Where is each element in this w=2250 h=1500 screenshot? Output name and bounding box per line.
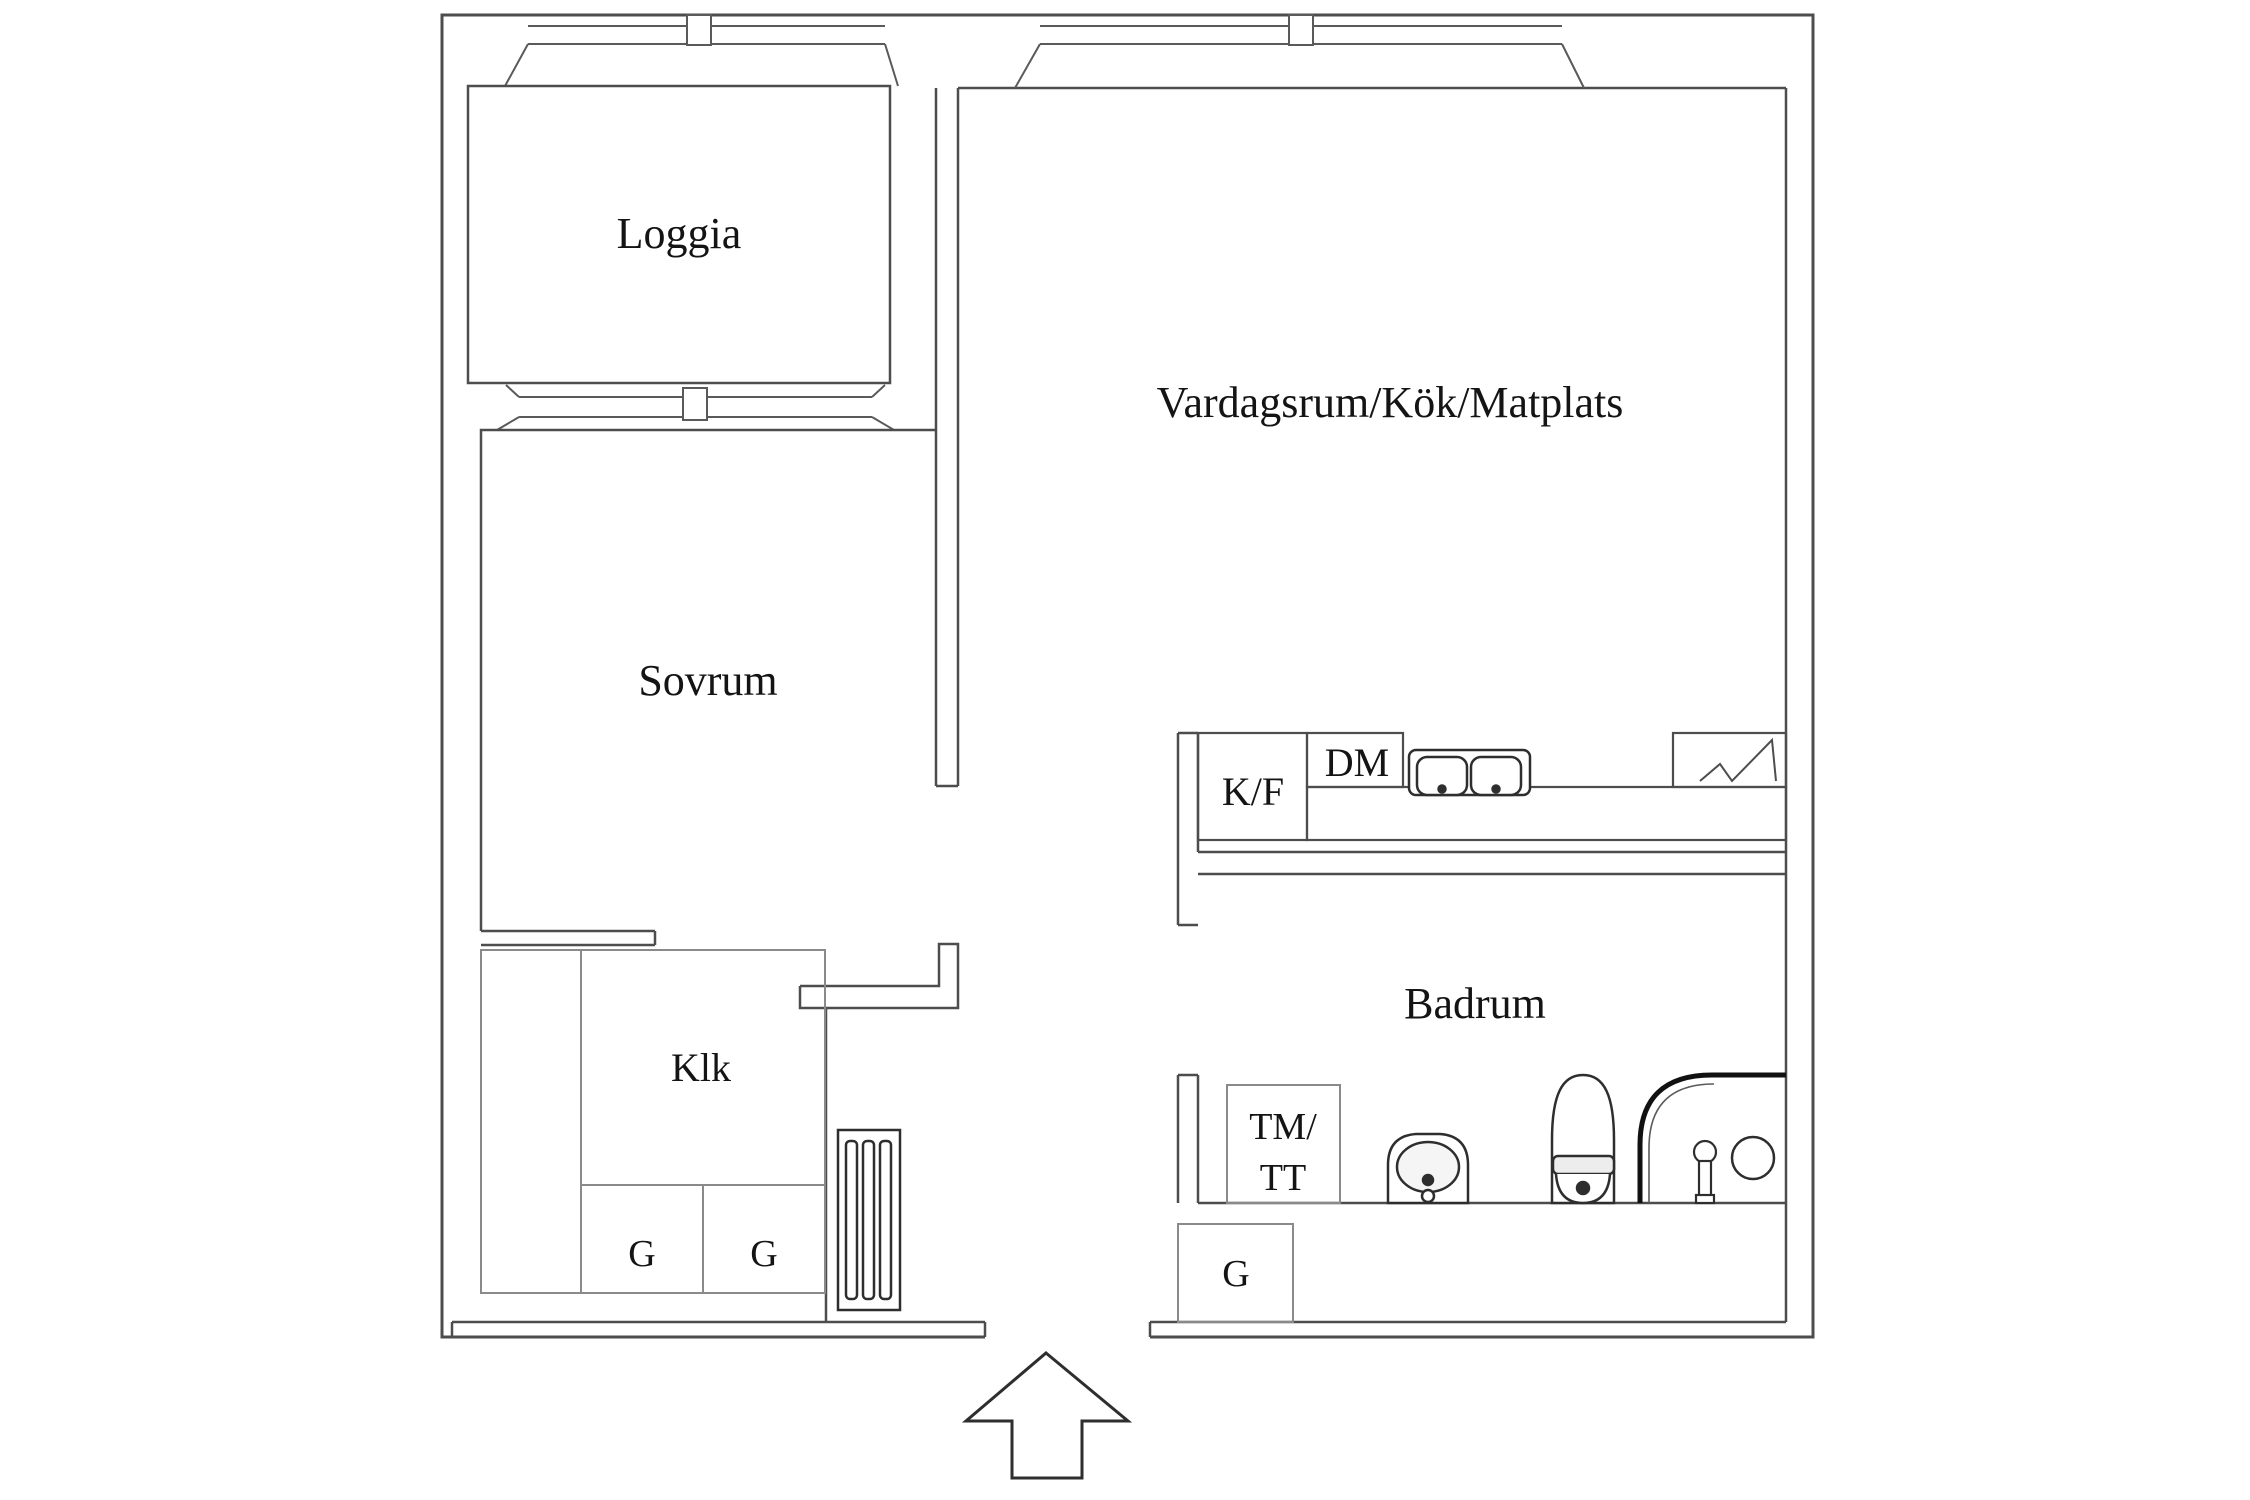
dishwasher-label: DM xyxy=(1325,740,1389,785)
stove-box xyxy=(1671,731,1788,789)
wardrobe-box-hall xyxy=(1177,1223,1294,1323)
toilet-icon xyxy=(1550,1073,1616,1205)
kitchen-units xyxy=(1196,731,1788,842)
loggia-window xyxy=(504,14,899,87)
washbasin-icon xyxy=(1386,1132,1470,1205)
bathroom-label: Badrum xyxy=(1404,979,1546,1028)
closet-boxes xyxy=(480,949,1294,1323)
wardrobe-label-right: G xyxy=(750,1233,777,1275)
walk-in-closet-label: Klk xyxy=(671,1045,731,1090)
kitchen-sink-icon xyxy=(1407,748,1532,797)
loggia-room xyxy=(466,84,892,385)
shower-mixer-icon xyxy=(1692,1139,1718,1205)
shower-drain-icon xyxy=(1730,1135,1776,1181)
bedroom-room xyxy=(479,428,936,931)
bedroom-window xyxy=(496,384,895,431)
living-room-label: Vardagsrum/Kök/Matplats xyxy=(1157,378,1624,427)
shower-icon xyxy=(1637,1072,1786,1205)
washer-dryer-label-line1: TM/ xyxy=(1249,1106,1317,1148)
living-room-window xyxy=(1014,14,1585,89)
stove-zigzag-icon xyxy=(1699,737,1777,783)
closet-depth-box xyxy=(480,949,582,1294)
wardrobe-box-right xyxy=(702,1184,826,1294)
entrance-arrow-icon xyxy=(961,1351,1133,1480)
loggia-label: Loggia xyxy=(617,209,742,258)
washer-dryer-box xyxy=(1226,1084,1341,1204)
kitchen-counter xyxy=(1305,785,1788,842)
bedroom-label: Sovrum xyxy=(638,656,777,705)
wardrobe-label-left: G xyxy=(628,1233,655,1275)
washer-dryer-label-line2: TT xyxy=(1260,1157,1306,1199)
wardrobe-label-hall: G xyxy=(1222,1253,1249,1295)
exterior-walls xyxy=(440,13,1815,1339)
radiator-icon xyxy=(836,1128,902,1312)
fridge-freezer-label: K/F xyxy=(1222,769,1284,814)
